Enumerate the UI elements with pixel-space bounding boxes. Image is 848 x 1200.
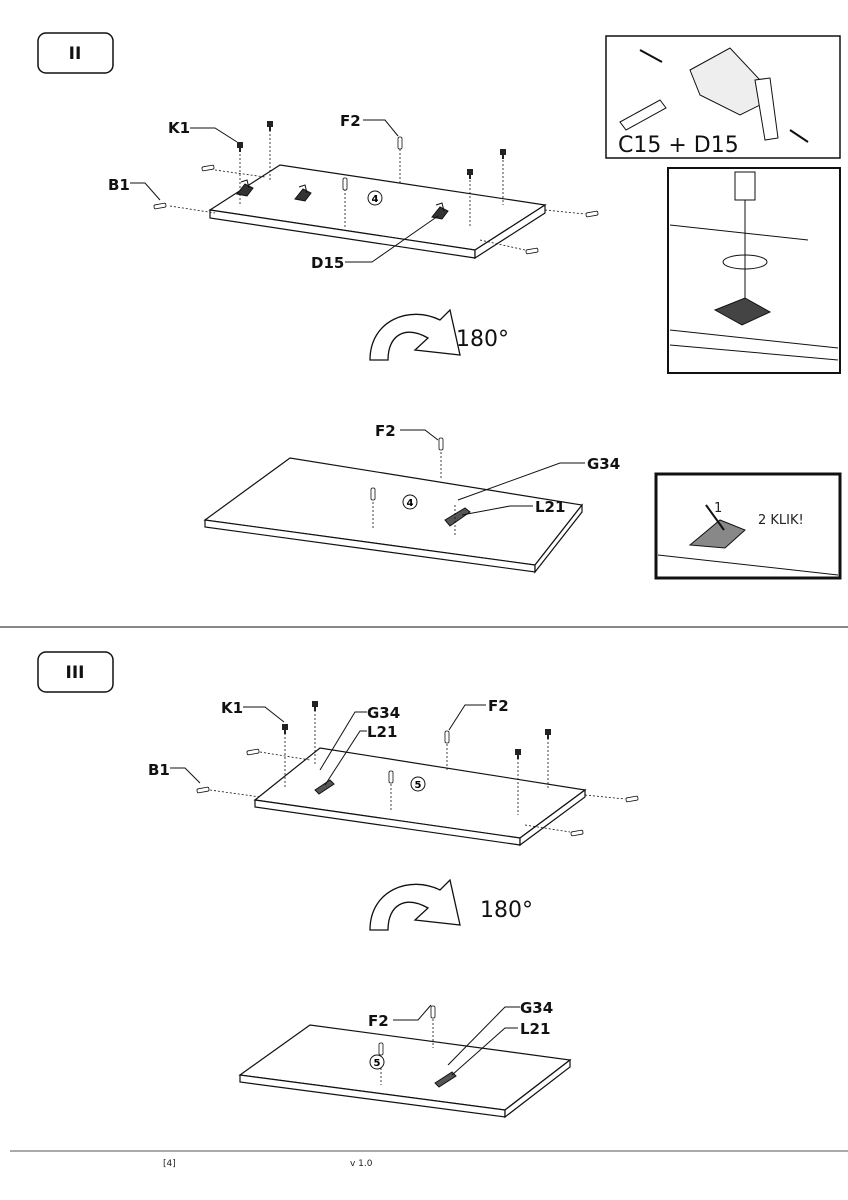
label-l21: L21	[520, 1020, 550, 1038]
hinge-plate-icon	[713, 297, 772, 326]
label-b1: B1	[108, 176, 130, 194]
label-g34: G34	[520, 999, 553, 1017]
label-l21: L21	[535, 498, 565, 516]
step-2-section: II	[37, 32, 842, 580]
click-detail-box: 1 2 KLIK!	[654, 472, 842, 580]
panel-number: 5	[415, 780, 422, 791]
label-f2: F2	[488, 697, 509, 715]
label-k1: K1	[168, 119, 190, 137]
rotate-arrow-icon	[369, 309, 461, 361]
page-number: [4]	[163, 1159, 176, 1169]
step-2-badge	[37, 32, 114, 74]
label-g34: G34	[587, 455, 620, 473]
rotation-label: 180°	[456, 327, 509, 352]
label-l21: L21	[367, 723, 397, 741]
label-g34: G34	[367, 704, 400, 722]
rotation-label: 180°	[480, 898, 533, 923]
version: v 1.0	[350, 1159, 373, 1169]
hinge-caption: C15 + D15	[618, 133, 739, 158]
panel-number: 4	[372, 194, 379, 205]
label-f2: F2	[368, 1012, 389, 1030]
label-b1: B1	[148, 761, 170, 779]
arrow-icon	[789, 129, 809, 143]
arrow-icon	[639, 49, 663, 63]
step-3-number: III	[66, 663, 85, 683]
screwdriver-detail-box	[667, 167, 841, 374]
panel-5-bottom-view: 5 F2 G34 L21	[238, 999, 572, 1119]
step-2-number: II	[69, 44, 82, 64]
panel-5-top-view: 5 K1 G34 L21 F2 B1	[148, 697, 639, 847]
panel-number: 4	[407, 498, 414, 509]
panel-4-bottom-view: 4 F2 G34 L21	[203, 422, 620, 574]
panel-4-top-view: 4 K1 F2 B1 D15	[108, 112, 599, 272]
label-d15: D15	[311, 254, 344, 272]
step-3-section: III 5	[37, 651, 639, 1119]
click-step-1: 1	[714, 501, 722, 516]
label-f2: F2	[375, 422, 396, 440]
panel-number: 5	[374, 1058, 381, 1069]
label-f2: F2	[340, 112, 361, 130]
hinge-detail-box: C15 + D15	[605, 35, 841, 159]
rotate-arrow-icon	[369, 879, 461, 931]
arrow-icon	[705, 504, 725, 531]
label-k1: K1	[221, 699, 243, 717]
step-3-badge	[37, 651, 114, 693]
click-step-2: 2 KLIK!	[758, 513, 804, 528]
